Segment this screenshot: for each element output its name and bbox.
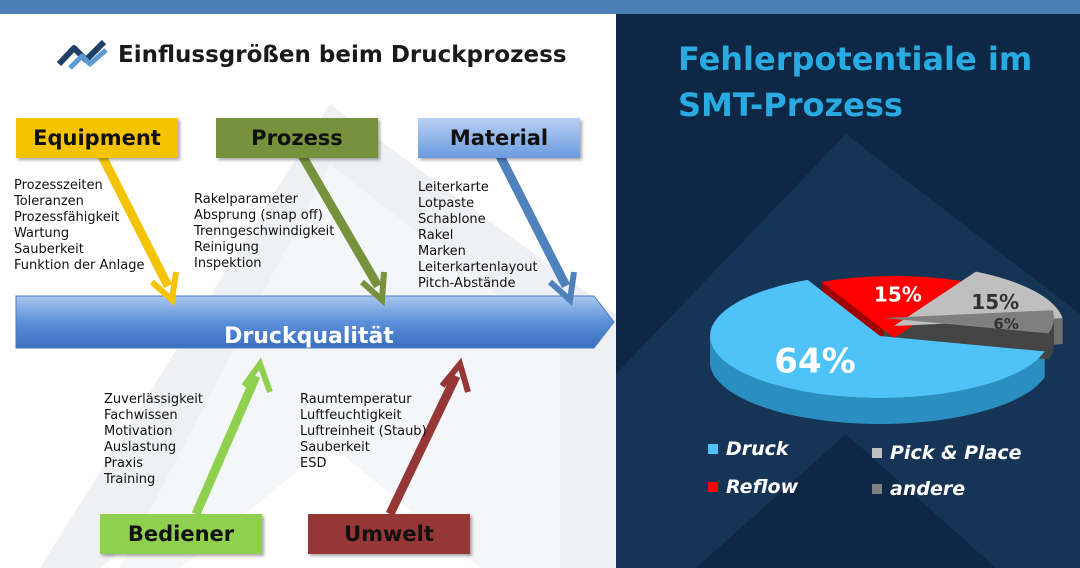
category-equipment: Equipment: [16, 118, 178, 158]
list-item: Praxis: [104, 456, 143, 471]
legend-item-andere: andere: [872, 478, 965, 500]
fishbone-panel: Einflussgrößen beim Druckprozess: [0, 14, 616, 568]
equipment-factor-list: Prozesszeiten Toleranzen Prozessfähigkei…: [14, 178, 145, 274]
list-item: Toleranzen: [14, 194, 84, 209]
arrow-equipment: [95, 149, 179, 306]
list-item: Luftfeuchtigkeit: [300, 408, 402, 423]
main-quality-label: Druckqualität: [224, 323, 394, 349]
logo-icon: [56, 40, 108, 70]
chart-title-line-1: Fehlerpotentiale im: [678, 40, 1033, 78]
category-bediener: Bediener: [100, 514, 262, 554]
top-bar: [0, 0, 1080, 14]
legend-item-pick-place: Pick & Place: [872, 442, 1022, 464]
umwelt-factor-list: Raumtemperatur Luftfeuchtigkeit Luftrein…: [300, 392, 427, 472]
legend-swatch: [708, 482, 718, 492]
list-item: Training: [104, 472, 156, 487]
list-item: Prozessfähigkeit: [14, 210, 120, 225]
list-item: Zuverlässigkeit: [104, 392, 203, 407]
list-item: Pitch-Abstände: [418, 276, 516, 291]
list-item: Sauberkeit: [14, 242, 84, 257]
pie-side-druck: [710, 336, 1045, 424]
list-item: Luftreinheit (Staub): [300, 424, 427, 439]
main-spine-arrow: [15, 295, 615, 349]
list-item: Lotpaste: [418, 196, 475, 211]
list-item: ESD: [300, 456, 327, 471]
legend-swatch: [872, 448, 882, 458]
material-factor-list: Leiterkarte Lotpaste Schablone Rakel Mar…: [418, 180, 538, 292]
legend-swatch: [872, 484, 882, 494]
category-umwelt: Umwelt: [308, 514, 470, 554]
list-item: Absprung (snap off): [194, 208, 323, 223]
arrow-bediener: [191, 357, 273, 516]
legend-label: Druck: [726, 438, 789, 460]
legend-label: andere: [890, 478, 966, 500]
list-item: Inspektion: [194, 256, 262, 271]
pie-side-andere: [1048, 318, 1054, 360]
list-item: Prozesszeiten: [14, 178, 103, 193]
prozess-factor-list: Rakelparameter Absprung (snap off) Trenn…: [194, 192, 334, 272]
fishbone-arrows: [15, 149, 615, 516]
pie-slice-druck: [710, 279, 1045, 398]
arrow-material: [493, 149, 577, 306]
list-item: Raumtemperatur: [300, 392, 412, 407]
list-item: Fachwissen: [104, 408, 178, 423]
pie-slice-reflow: [821, 276, 976, 338]
list-item: Auslastung: [104, 440, 177, 455]
chart-title-line-2: SMT-Prozess: [678, 86, 903, 124]
list-item: Rakelparameter: [194, 192, 299, 207]
legend-item-reflow: Reflow: [708, 476, 798, 498]
pie-label-andere: 6%: [993, 315, 1018, 333]
list-item: Rakel: [418, 228, 454, 243]
pie-label-pick-place: 15%: [971, 290, 1019, 314]
page-title: Einflussgrößen beim Druckprozess: [118, 42, 567, 68]
arrow-prozess: [296, 149, 387, 307]
legend-swatch: [708, 444, 718, 454]
legend-label: Reflow: [726, 476, 799, 498]
pie-chart: 64%15%15%6%: [710, 271, 1063, 424]
pie-label-druck: 64%: [774, 342, 855, 382]
list-item: Trenngeschwindigkeit: [194, 224, 335, 239]
bediener-factor-list: Zuverlässigkeit Fachwissen Motivation Au…: [104, 392, 203, 488]
chart-panel: Fehlerpotentiale im SMT-Prozess 64% 15% 15…: [616, 14, 1080, 568]
list-item: Leiterkarte: [418, 180, 489, 195]
category-prozess: Prozess: [216, 118, 378, 158]
list-item: Sauberkeit: [300, 440, 370, 455]
list-item: Leiterkartenlayout: [418, 260, 538, 275]
legend-label: Pick & Place: [890, 442, 1022, 464]
list-item: Reinigung: [194, 240, 259, 255]
list-item: Wartung: [14, 226, 70, 241]
list-item: Motivation: [104, 424, 173, 439]
list-item: Marken: [418, 244, 466, 259]
pie-slice-andere: [884, 310, 1054, 334]
list-item: Schablone: [418, 212, 486, 227]
arrow-umwelt: [385, 357, 471, 516]
pie-label-reflow: 15%: [874, 282, 922, 306]
list-item: Funktion der Anlage: [14, 258, 145, 273]
category-material: Material: [418, 118, 580, 158]
legend-item-druck: Druck: [708, 438, 789, 460]
